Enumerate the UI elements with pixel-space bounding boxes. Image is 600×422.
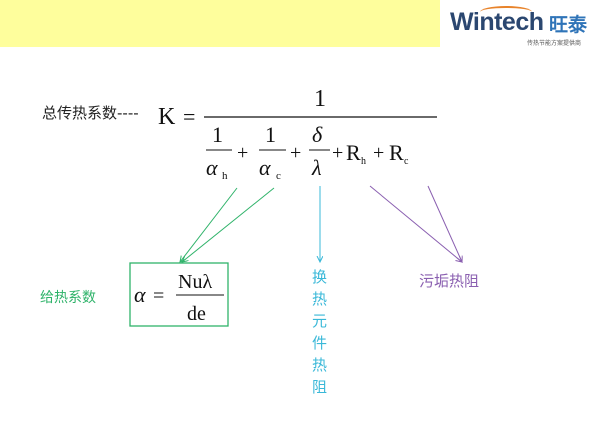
film-formula-box <box>129 262 229 327</box>
arrow-r-c <box>427 185 462 262</box>
plus-sign: + <box>332 142 343 164</box>
film-alpha: α <box>134 282 146 307</box>
film-coefficient-label: 给热系数 <box>40 290 96 306</box>
wall-char: 热 <box>312 290 327 308</box>
lambda: λ <box>311 155 322 180</box>
arrow-alpha-h <box>180 187 238 262</box>
logo-arc <box>480 6 532 18</box>
delta: δ <box>312 122 323 147</box>
subscript-h: h <box>222 170 228 182</box>
one-alpha-c-numer: 1 <box>265 122 276 147</box>
plus-sign: + <box>373 142 384 164</box>
logo-brand: Wintech <box>450 8 544 36</box>
numerator-one: 1 <box>314 86 326 112</box>
logo-brand-cn: 旺泰 <box>549 14 588 36</box>
plus-sign: + <box>237 142 248 164</box>
wall-char: 件 <box>312 334 327 352</box>
wall-char: 阻 <box>312 378 327 396</box>
film-equals: = <box>153 285 164 307</box>
wall-char: 热 <box>312 356 327 374</box>
k-symbol: K <box>158 104 176 130</box>
r-c: R <box>389 140 404 165</box>
wintech-logo: Wintech 旺泰 传热节能方案提供商 <box>450 6 600 47</box>
formula-label: 总传热系数---- <box>42 104 139 122</box>
wall-resistance-label: 换 热 元 件 热 阻 <box>312 268 327 396</box>
title-banner <box>0 0 440 47</box>
alpha-h: α <box>206 155 218 180</box>
subscript-c: c <box>276 170 281 182</box>
wall-char: 元 <box>312 312 327 330</box>
arrow-r-h <box>369 185 462 262</box>
wall-char: 换 <box>312 268 327 286</box>
equals-sign: = <box>183 104 195 129</box>
plus-sign: + <box>290 142 301 164</box>
subscript-h: h <box>361 156 366 167</box>
fouling-resistance-label: 污垢热阻 <box>419 272 479 290</box>
one-alpha-h-numer: 1 <box>212 122 223 147</box>
arrow-alpha-c <box>182 187 275 262</box>
subscript-c: c <box>404 156 409 167</box>
alpha-c: α <box>259 155 271 180</box>
film-denominator: de <box>187 303 206 325</box>
r-h: R <box>346 140 361 165</box>
film-numerator: Nuλ <box>178 271 212 293</box>
logo-tagline: 传热节能方案提供商 <box>527 40 582 47</box>
